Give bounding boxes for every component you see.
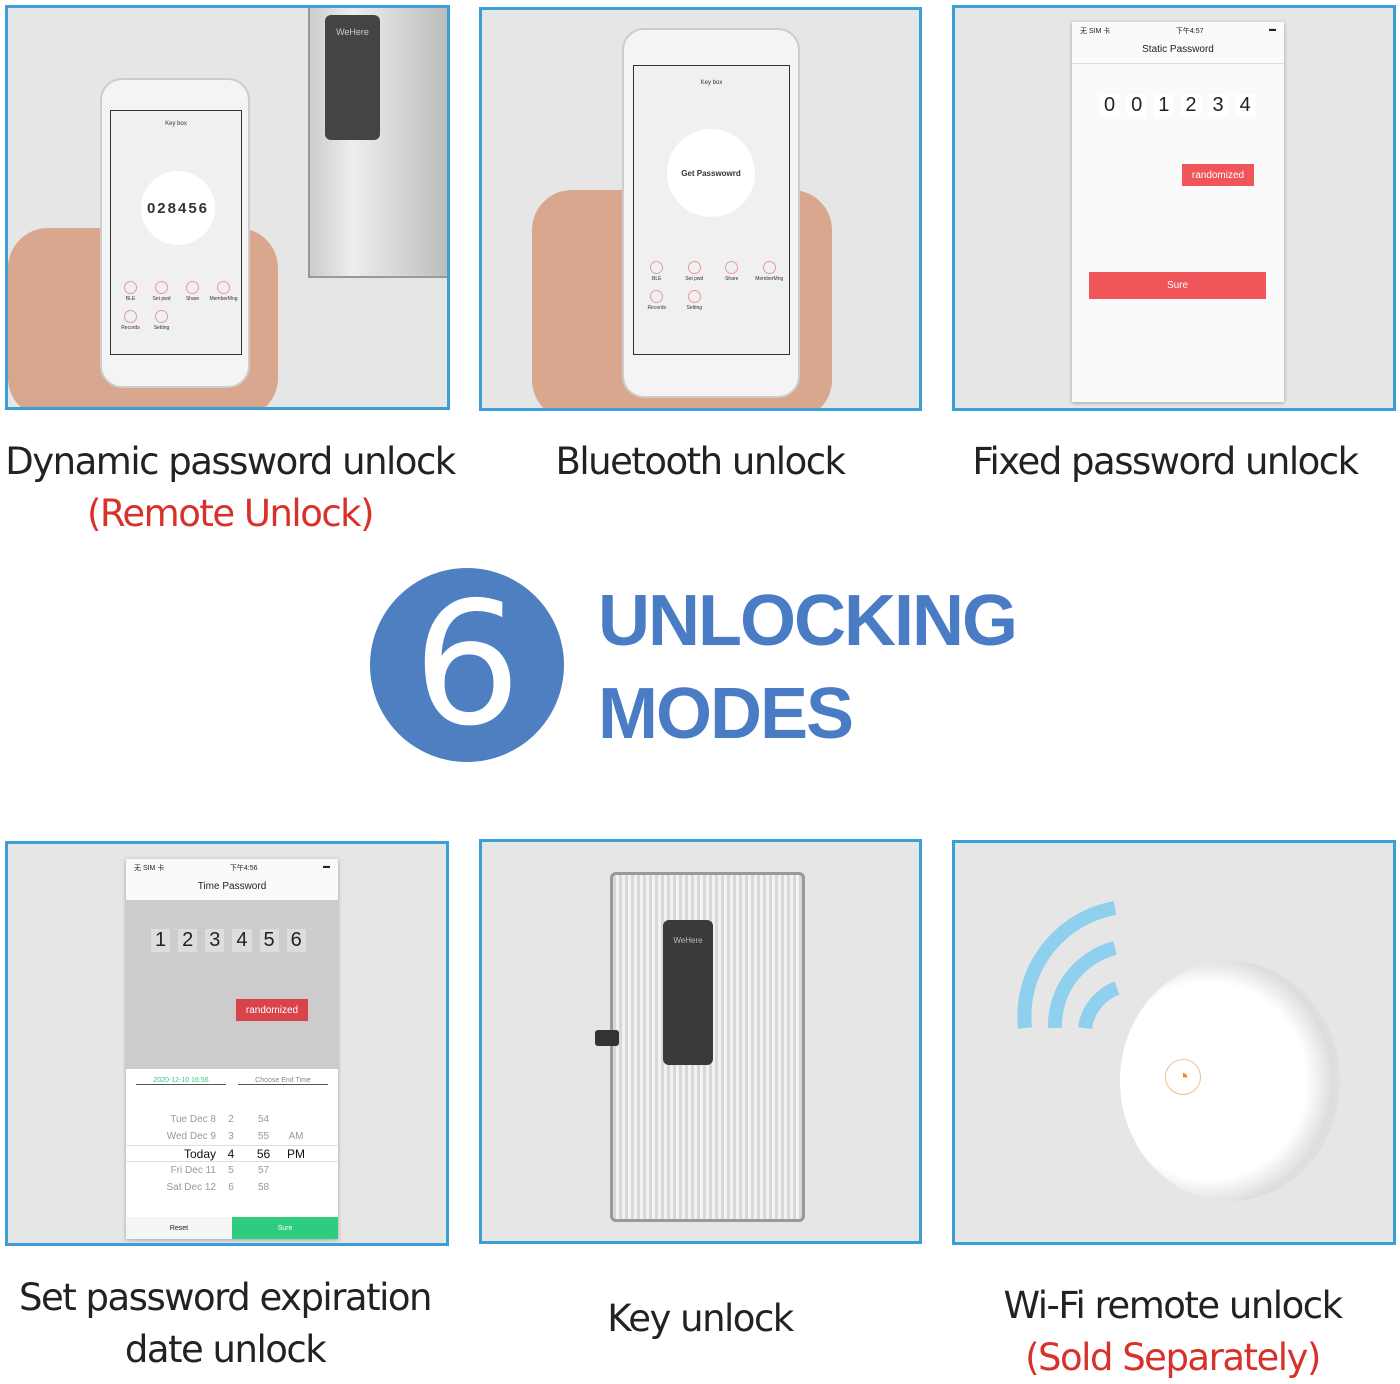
keybox-device: WeHere <box>308 8 447 278</box>
picker-cell: 6 <box>228 1182 234 1193</box>
end-time-field[interactable]: Choose End Time <box>238 1077 328 1085</box>
picker-cell: Tue Dec 8 <box>170 1114 216 1125</box>
records-button[interactable]: Records <box>638 290 676 311</box>
caption-key: Key unlock <box>607 1297 794 1340</box>
wifi-gateway-device: ◔ <box>1120 961 1340 1201</box>
picker-row[interactable]: Fri Dec 11 5 57 <box>126 1162 338 1179</box>
picker-cell: 58 <box>257 1182 270 1193</box>
picker-row[interactable]: Tue Dec 8 2 54 <box>126 1111 338 1128</box>
picker-row[interactable]: Today 4 56 PM <box>126 1145 338 1162</box>
picker-row[interactable]: Wed Dec 9 3 55 AM <box>126 1128 338 1145</box>
picker-cell: 3 <box>228 1131 234 1142</box>
panel-dynamic-password: WeHere Key box 028456 BLE Set pwd Share … <box>5 5 450 410</box>
wifi-signal-icon <box>1017 901 1120 1030</box>
dynamic-code: 028456 <box>141 171 215 245</box>
get-password-button[interactable]: Get Passwowrd <box>667 129 755 217</box>
brand-label: WeHere <box>336 27 369 37</box>
picker-cell: 57 <box>257 1165 270 1176</box>
set-pwd-button[interactable]: Set pwd <box>676 261 714 282</box>
share-button[interactable]: Share <box>713 261 751 282</box>
screen-title: Time Password <box>126 877 338 900</box>
wifi-led-icon: ◔ <box>1165 1059 1201 1095</box>
picker-cell: Sat Dec 12 <box>166 1182 216 1193</box>
set-pwd-button[interactable]: Set pwd <box>146 281 177 302</box>
picker-cell: 2 <box>228 1114 234 1125</box>
screen-title: Key box <box>700 80 723 86</box>
phone: Key box 028456 BLE Set pwd Share MemberM… <box>100 78 250 388</box>
sure-button[interactable]: Sure <box>232 1217 338 1239</box>
ble-button[interactable]: BLE <box>115 281 146 302</box>
caption-dynamic: Dynamic password unlock(Remote Unlock) <box>5 440 456 535</box>
picker-cell: Wed Dec 9 <box>166 1131 216 1142</box>
picker-cell: 56 <box>256 1146 271 1161</box>
reset-button[interactable]: Reset <box>126 1217 232 1239</box>
keypad: WeHere <box>325 15 380 140</box>
randomize-button[interactable]: randomized <box>236 999 308 1021</box>
sure-button[interactable]: Sure <box>1089 272 1266 299</box>
screen-title: Key box <box>165 121 187 127</box>
picker-cell: Fri Dec 11 <box>170 1165 216 1176</box>
member-mng-button[interactable]: MemberMng <box>208 281 239 302</box>
screen-title: Static Password <box>1072 40 1284 64</box>
picker-row[interactable]: Sat Dec 12 6 58 <box>126 1179 338 1196</box>
picker-cell: 54 <box>257 1114 270 1125</box>
picker-cell: 4 <box>227 1146 235 1161</box>
panel-key: WeHere <box>479 839 922 1244</box>
headline-line2: MODES <box>598 674 854 754</box>
randomize-button[interactable]: randomized <box>1182 164 1254 186</box>
six-badge: 6 <box>370 566 564 764</box>
keypad: WeHere <box>663 920 713 1065</box>
headline-line1: UNLOCKING <box>598 581 1018 661</box>
caption-bluetooth: Bluetooth unlock <box>555 440 846 483</box>
panel-bluetooth: Key box Get Passwowrd BLE Set pwd Share … <box>479 7 922 411</box>
phone: Key box Get Passwowrd BLE Set pwd Share … <box>622 28 800 398</box>
ble-button[interactable]: BLE <box>638 261 676 282</box>
records-button[interactable]: Records <box>115 310 146 331</box>
date-picker: 2020-12-10 16:56 Choose End Time Tue Dec… <box>126 1069 338 1239</box>
picker-cell: AM <box>288 1131 304 1142</box>
start-time[interactable]: 2020-12-10 16:56 <box>136 1077 226 1085</box>
key-icon <box>595 1030 619 1046</box>
picker-cell: PM <box>287 1146 305 1161</box>
picker-cell: 5 <box>228 1165 234 1176</box>
caption-wifi: Wi-Fi remote unlock(Sold Separately) <box>1003 1284 1344 1379</box>
setting-button[interactable]: Setting <box>676 290 714 311</box>
setting-button[interactable]: Setting <box>146 310 177 331</box>
caption-fixed: Fixed password unlock <box>972 440 1359 483</box>
picker-cell: 55 <box>257 1131 270 1142</box>
share-button[interactable]: Share <box>177 281 208 302</box>
panel-wifi: ◔ <box>952 840 1396 1245</box>
picker-cell: Today <box>183 1146 216 1161</box>
keybox-device: WeHere <box>595 872 805 1222</box>
member-mng-button[interactable]: MemberMng <box>751 261 789 282</box>
